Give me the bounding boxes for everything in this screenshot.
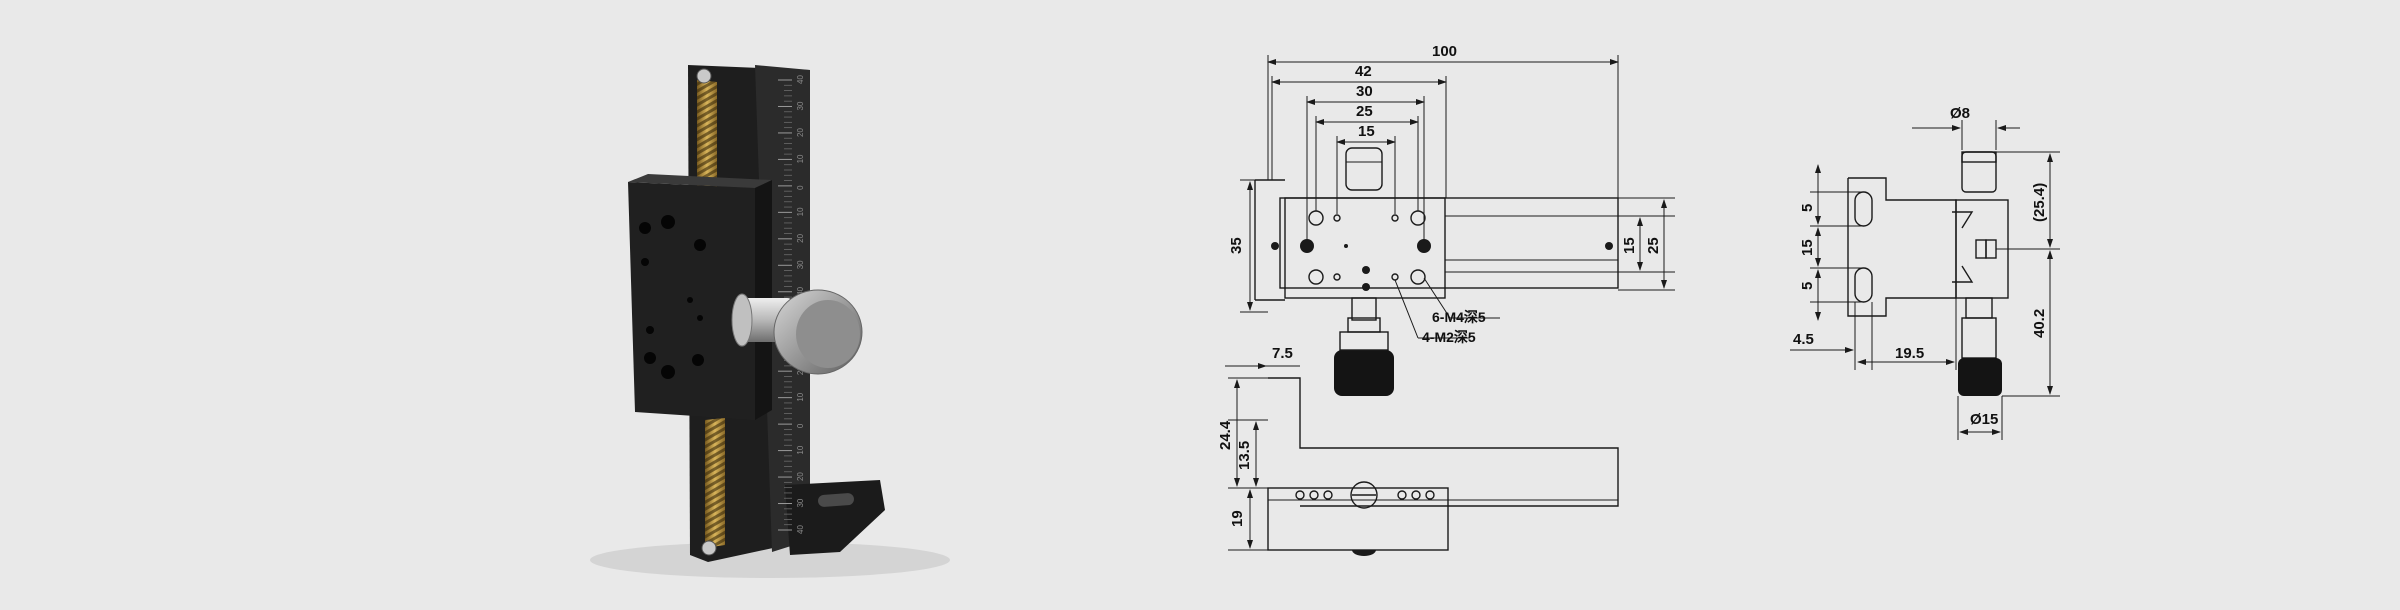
scale-number: 20 <box>796 127 805 136</box>
base-slot <box>818 493 854 507</box>
dim-40-2: 40.2 <box>2031 309 2048 338</box>
dim-phi15: Ø15 <box>1970 411 1998 428</box>
sv-knob <box>1958 358 2002 396</box>
fv-top-knob <box>1345 147 1383 191</box>
dim-35: 35 <box>1228 237 1245 254</box>
dim-15-side: 15 <box>1799 239 1816 256</box>
dim-42: 42 <box>1355 63 1372 80</box>
dim-19-5: 19.5 <box>1895 345 1924 362</box>
fv-knob <box>1334 350 1394 396</box>
dim-13-5: 13.5 <box>1236 441 1253 470</box>
carriage-holes <box>639 215 706 379</box>
carriage-top <box>628 174 772 188</box>
front-view: 100 42 30 25 15 35 15 25 6-M4深5 <box>1217 43 1675 556</box>
side-view: Ø8 5 15 5 4.5 19.5 (25.4) 40.2 Ø15 <box>1790 105 2060 440</box>
scale-number: 10 <box>796 154 805 163</box>
scale-number: 20 <box>796 472 805 481</box>
fv-base-holes <box>1295 481 1435 509</box>
dim-25-right: 25 <box>1645 237 1662 254</box>
dim-25: 25 <box>1356 103 1373 120</box>
rail-screw-top <box>696 68 712 84</box>
scale-number: 40 <box>796 525 805 534</box>
dim-30: 30 <box>1356 83 1373 100</box>
base-foot <box>785 480 885 555</box>
stage-shadow <box>590 542 950 578</box>
rail-screw-bottom <box>701 540 717 556</box>
fv-holes <box>1300 210 1431 291</box>
stage-render: 4030201001020304040302010010203040 <box>590 65 950 578</box>
dim-5-bottom: 5 <box>1799 282 1816 290</box>
scale-number: 10 <box>796 445 805 454</box>
sv-slot-upper <box>1854 191 1873 227</box>
scale-number: 10 <box>796 207 805 216</box>
knob-face <box>796 300 860 368</box>
dim-phi8: Ø8 <box>1950 105 1970 122</box>
scale-number: 40 <box>796 75 805 84</box>
scale-number: 30 <box>796 498 805 507</box>
dim-7-5: 7.5 <box>1272 345 1293 362</box>
dim-25-4: (25.4) <box>2031 183 2048 222</box>
callout-m2: 4-M2深5 <box>1422 329 1476 345</box>
dim-15: 15 <box>1358 123 1375 140</box>
scale-number: 10 <box>796 392 805 401</box>
dim-5-top: 5 <box>1799 204 1816 212</box>
dim-15-right: 15 <box>1621 237 1638 254</box>
scale-number: 0 <box>796 423 805 428</box>
callout-m4: 6-M4深5 <box>1432 309 1486 325</box>
dim-4-5: 4.5 <box>1793 331 1814 348</box>
knob-collar <box>731 293 753 347</box>
dim-100: 100 <box>1432 43 1457 60</box>
dim-19: 19 <box>1229 510 1246 527</box>
rack-lower-teeth <box>705 418 725 548</box>
dim-24-4: 24.4 <box>1217 420 1234 450</box>
scale-number: 30 <box>796 260 805 269</box>
scale-number: 30 <box>796 101 805 110</box>
scale-number: 20 <box>796 233 805 242</box>
fv-rail <box>1279 197 1619 289</box>
sv-slot-lower <box>1854 267 1873 303</box>
scale-number: 0 <box>796 185 805 190</box>
rack-upper-teeth <box>697 80 717 195</box>
scale-number: 40 <box>796 286 805 295</box>
